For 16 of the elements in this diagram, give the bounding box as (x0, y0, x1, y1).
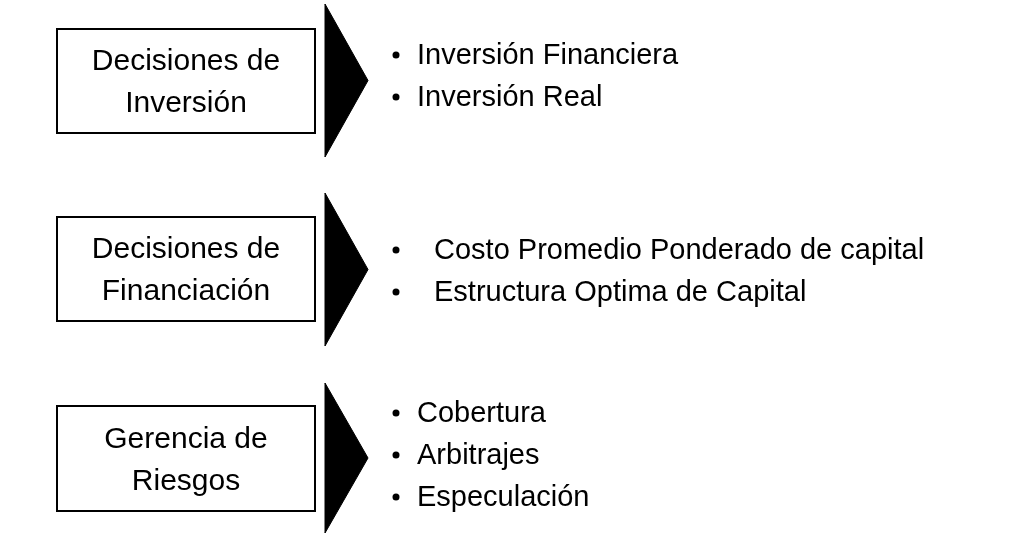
chevron-arrow (324, 192, 369, 347)
list-item: Inversión Financiera (417, 37, 679, 73)
category-box (56, 28, 316, 134)
list-item: Estructura Optima de Capital (434, 274, 807, 310)
list-item: Inversión Real (417, 79, 603, 115)
category-title: Gerencia de Riesgos (103, 419, 269, 498)
category-box (56, 216, 316, 322)
list-item: Especulación (417, 479, 590, 515)
category-title: Decisiones de Inversión (90, 42, 282, 120)
chevron-arrow (324, 3, 369, 158)
list-item: Arbitrajes (417, 437, 540, 473)
list-item: Costo Promedio Ponderado de capital (434, 232, 925, 268)
category-title: Decisiones de Financiación (90, 230, 282, 308)
category-box (56, 405, 316, 512)
list-item: Cobertura (417, 395, 546, 431)
chevron-arrow (324, 382, 369, 533)
